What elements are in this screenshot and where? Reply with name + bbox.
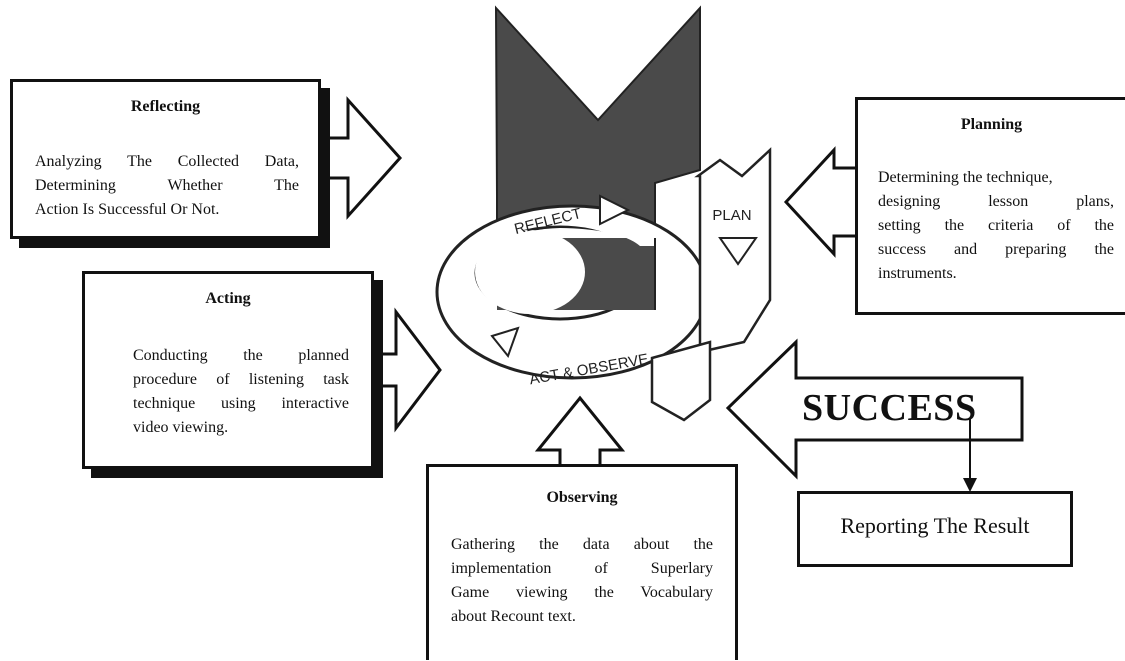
reflecting-line: Determining Whether The — [35, 177, 299, 194]
observing-text: Gathering the data about the implementat… — [451, 533, 713, 629]
planning-title: Planning — [960, 116, 1023, 133]
acting-text: Conducting the planned procedure of list… — [133, 344, 349, 440]
planning-arrow — [783, 146, 862, 258]
cycle-inner-hole-left — [475, 230, 585, 314]
acting-box: Acting Conducting the planned procedure … — [82, 271, 374, 469]
planning-box: Planning Determining the technique, desi… — [855, 97, 1125, 315]
down-arrowhead-icon — [963, 478, 977, 492]
success-arrow — [725, 338, 1024, 480]
acting-line: video viewing. — [133, 419, 229, 436]
reflecting-box: Reflecting Analyzing The Collected Data,… — [10, 79, 321, 239]
acting-title: Acting — [205, 290, 251, 307]
planning-line: Determining the technique, — [878, 169, 1053, 186]
planning-line: setting the criteria of the — [878, 217, 1114, 234]
cycle-graphic: REFLECT PLAN ACT & OBSERVE — [435, 5, 772, 422]
plan-arrow-icon — [718, 237, 758, 266]
acting-arrow — [368, 307, 442, 433]
act-arrow-icon — [490, 326, 520, 359]
observing-title: Observing — [546, 489, 618, 506]
cycle-label-plan: PLAN — [712, 207, 751, 224]
reflecting-title: Reflecting — [130, 98, 201, 115]
cycle-upper-block — [494, 5, 701, 239]
observing-line: Game viewing the Vocabulary — [451, 584, 713, 601]
observing-line: Gathering the data about the — [451, 536, 713, 553]
success-to-result-connector — [963, 418, 977, 492]
reflect-arrow-icon — [599, 194, 631, 226]
acting-line: Conducting the planned — [133, 347, 349, 364]
cycle-lower-tail — [650, 340, 712, 422]
planning-line: instruments. — [878, 265, 957, 282]
acting-line: procedure of listening task — [133, 371, 349, 388]
planning-text: Determining the technique, designing les… — [878, 166, 1114, 286]
planning-line: designing lesson plans, — [878, 193, 1114, 210]
reflecting-line: Action Is Successful Or Not. — [35, 201, 220, 218]
reflecting-arrow — [314, 96, 403, 220]
acting-line: technique using interactive — [133, 395, 349, 412]
result-box: Reporting The Result — [797, 491, 1073, 567]
observing-line: implementation of Superlary — [451, 560, 713, 577]
observing-arrow — [534, 395, 626, 468]
reflecting-text: Analyzing The Collected Data, Determinin… — [35, 150, 299, 222]
observing-box: Observing Gathering the data about the i… — [426, 464, 738, 660]
observing-line: about Recount text. — [451, 608, 576, 625]
success-label: SUCCESS — [802, 387, 977, 429]
block-arrows — [314, 96, 1024, 480]
result-label: Reporting The Result — [840, 513, 1030, 538]
reflecting-line: Analyzing The Collected Data, — [35, 153, 299, 170]
planning-line: success and preparing the — [878, 241, 1114, 258]
